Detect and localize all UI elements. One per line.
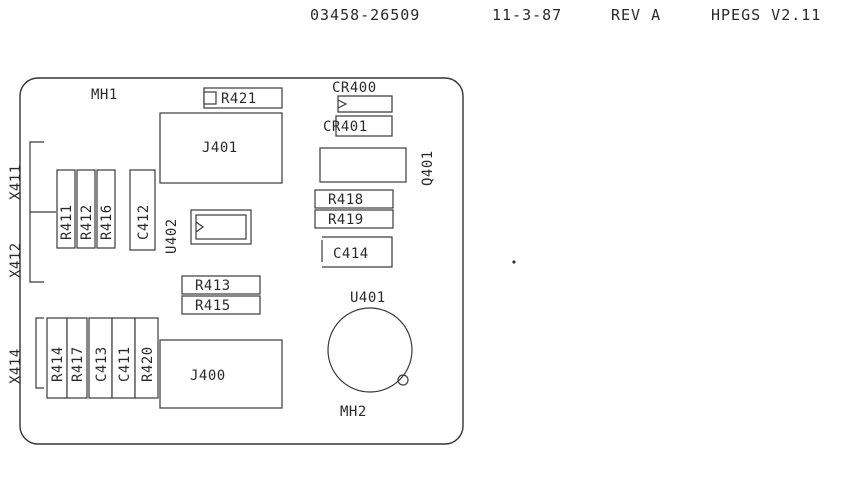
component-u402: U402 (164, 209, 252, 254)
svg-text:CR400: CR400 (332, 80, 377, 96)
component-r413: R413 (181, 275, 261, 295)
part-number: 03458-26509 (310, 6, 421, 24)
svg-text:C414: C414 (333, 246, 369, 262)
svg-text:R411: R411 (59, 204, 75, 240)
component-c412: C412 (129, 169, 156, 251)
board-outline (19, 77, 464, 445)
stray-dot (512, 260, 516, 264)
component-j401: J401 (159, 112, 283, 184)
component-r415: R415 (181, 295, 261, 315)
component-u401: U401 (327, 290, 413, 393)
title-block: 03458-26509 11-3-87 REV A HPEGS V2.11 (0, 6, 854, 30)
svg-text:C412: C412 (136, 204, 152, 240)
svg-text:R419: R419 (328, 212, 364, 228)
svg-text:R413: R413 (195, 278, 231, 294)
svg-text:C411: C411 (117, 346, 133, 382)
svg-text:X412: X412 (8, 242, 24, 278)
svg-text:R418: R418 (328, 192, 364, 208)
revision-date: 11-3-87 (492, 6, 563, 24)
mounting-hole-mh1: MH1 (91, 87, 118, 103)
svg-text:U401: U401 (350, 290, 386, 306)
component-r419: R419 (314, 209, 394, 229)
svg-text:Q401: Q401 (420, 150, 436, 186)
svg-text:J400: J400 (190, 368, 226, 384)
component-r420: R420 (134, 317, 159, 399)
component-r421: R421 (203, 87, 283, 109)
svg-text:C413: C413 (94, 346, 110, 382)
svg-text:X411: X411 (8, 164, 24, 200)
mounting-hole-mh2: MH2 (340, 404, 367, 420)
component-r411: R411 (56, 169, 76, 249)
component-r412: R412 (76, 169, 96, 249)
component-c414: C414 (321, 236, 393, 268)
svg-text:R420: R420 (140, 346, 156, 382)
svg-text:R416: R416 (99, 204, 115, 240)
component-r417: R417 (66, 317, 88, 399)
component-c413: C413 (88, 317, 113, 399)
svg-text:R414: R414 (50, 346, 66, 382)
svg-text:R412: R412 (79, 204, 95, 240)
svg-text:R421: R421 (221, 91, 257, 107)
component-cr401: CR401 (323, 115, 393, 137)
svg-text:U402: U402 (164, 218, 180, 254)
svg-text:X414: X414 (8, 348, 24, 384)
component-j400: J400 (159, 339, 283, 409)
component-x411-x412: X411 X412 (8, 141, 56, 283)
component-c411: C411 (111, 317, 136, 399)
component-r418: R418 (314, 189, 394, 209)
component-x414: X414 (8, 317, 44, 389)
svg-text:R417: R417 (70, 346, 86, 382)
software-version: HPEGS V2.11 (711, 6, 822, 24)
svg-text:R415: R415 (195, 298, 231, 314)
svg-text:J401: J401 (202, 140, 238, 156)
component-r416: R416 (96, 169, 116, 249)
component-r414: R414 (46, 317, 68, 399)
revision-label: REV A (611, 6, 662, 24)
svg-text:CR401: CR401 (323, 119, 368, 135)
component-q401: Q401 (319, 147, 436, 186)
component-cr400: CR400 (332, 80, 393, 113)
